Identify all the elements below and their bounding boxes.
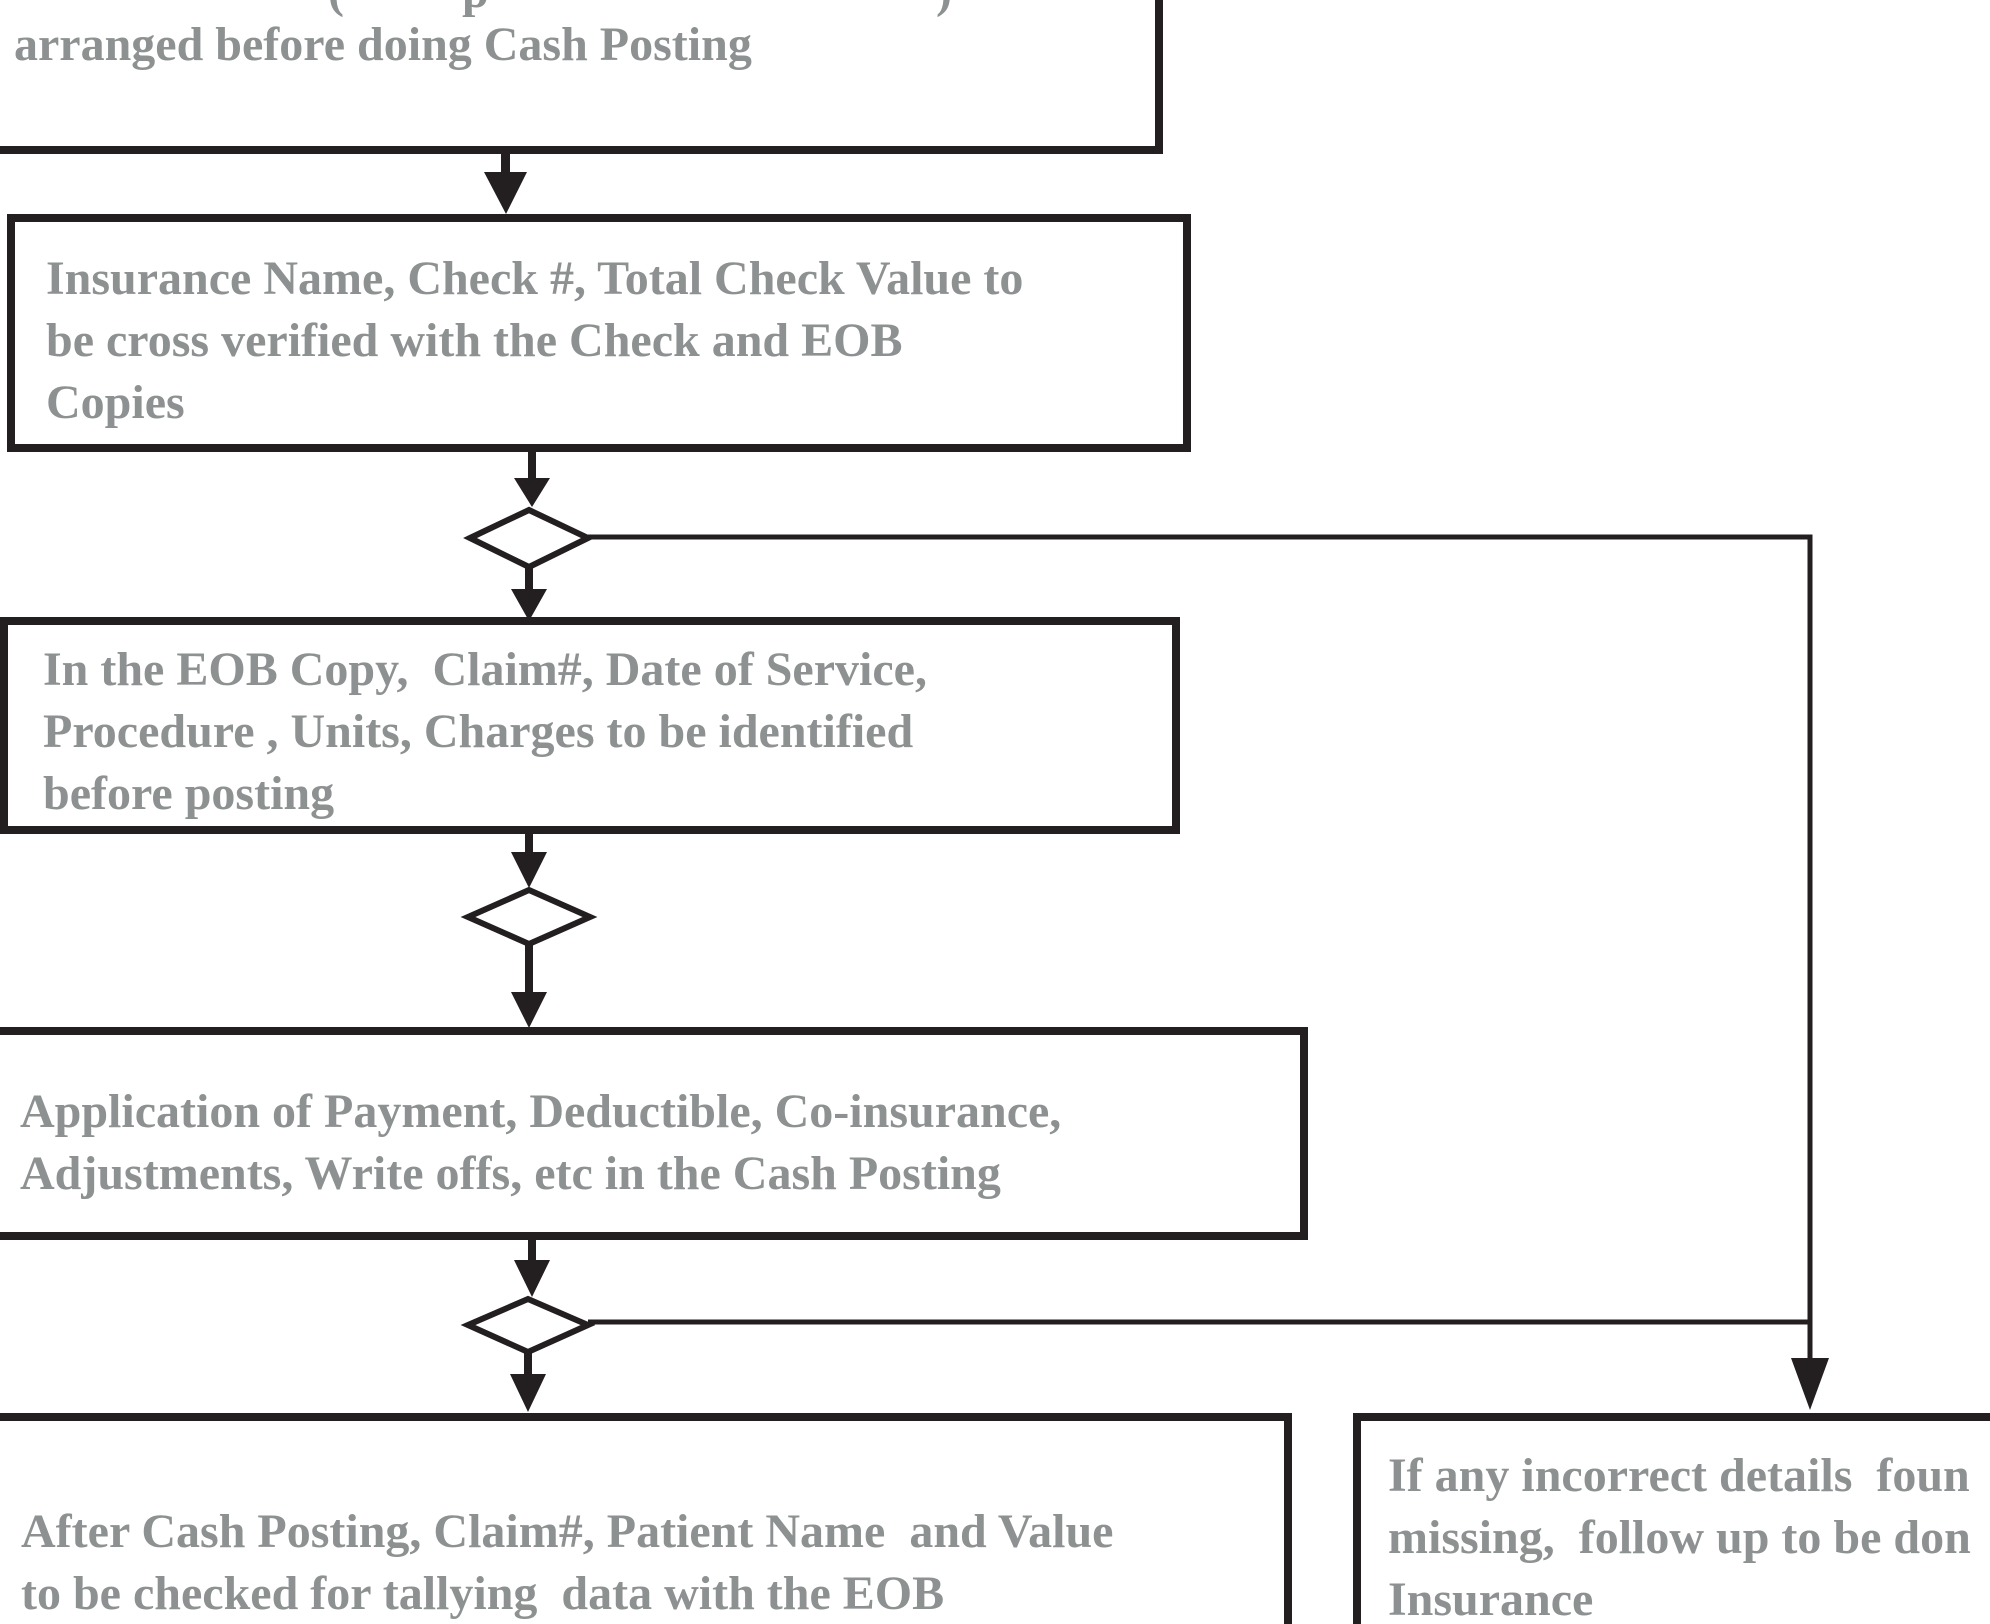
- process-box-line: Insurance Name, Check #, Total Check Val…: [46, 252, 1024, 305]
- process-box-line: Procedure , Units, Charges to be identif…: [43, 705, 914, 758]
- arrow-eob-to-decision2: [511, 834, 547, 888]
- process-box-line: be cross verified with the Check and EOB: [46, 314, 903, 367]
- clipped-open-paren: (: [328, 0, 344, 19]
- decision-diamond-1: [463, 506, 595, 571]
- process-box-line: to be checked for tallying data with the…: [21, 1567, 945, 1620]
- arrow-verify-to-decision1: [514, 452, 550, 507]
- clipped-close-paren: ): [936, 0, 952, 19]
- arrow-decision1-to-eob: [511, 567, 547, 621]
- process-box-followup: If any incorrect details foun missing, f…: [1353, 1413, 1990, 1624]
- connector-decision1-to-followup: [588, 534, 1829, 1410]
- process-box-arrange: ( p ) arranged before doing Cash Posting: [0, 0, 1163, 154]
- decision-diamond-2: [460, 886, 598, 948]
- clipped-letter-p: p: [462, 0, 489, 19]
- process-box-line: missing, follow up to be don: [1388, 1511, 1971, 1564]
- process-box-line: In the EOB Copy, Claim#, Date of Service…: [43, 643, 927, 696]
- arrow-decision2-to-application: [511, 944, 547, 1028]
- decision-diamond-3: [460, 1295, 596, 1356]
- process-box-line: Copies: [46, 376, 185, 429]
- process-box-line: Adjustments, Write offs, etc in the Cash…: [20, 1147, 1001, 1200]
- arrow-top-to-verify: [484, 146, 527, 214]
- arrow-decision3-to-after: [510, 1352, 546, 1412]
- process-box-line: Insurance: [1388, 1573, 1594, 1624]
- process-box-line: Application of Payment, Deductible, Co-i…: [20, 1085, 1062, 1138]
- process-box-line: If any incorrect details foun: [1388, 1449, 1970, 1502]
- process-box-eob: In the EOB Copy, Claim#, Date of Service…: [0, 617, 1180, 834]
- process-box-after-posting: After Cash Posting, Claim#, Patient Name…: [0, 1413, 1292, 1624]
- process-box-verify: Insurance Name, Check #, Total Check Val…: [7, 214, 1191, 452]
- process-box-line: arranged before doing Cash Posting: [14, 18, 752, 71]
- process-box-line: before posting: [43, 767, 335, 820]
- arrow-application-to-decision3: [514, 1240, 550, 1297]
- process-box-line: After Cash Posting, Claim#, Patient Name…: [21, 1505, 1114, 1558]
- process-box-application: Application of Payment, Deductible, Co-i…: [0, 1027, 1308, 1240]
